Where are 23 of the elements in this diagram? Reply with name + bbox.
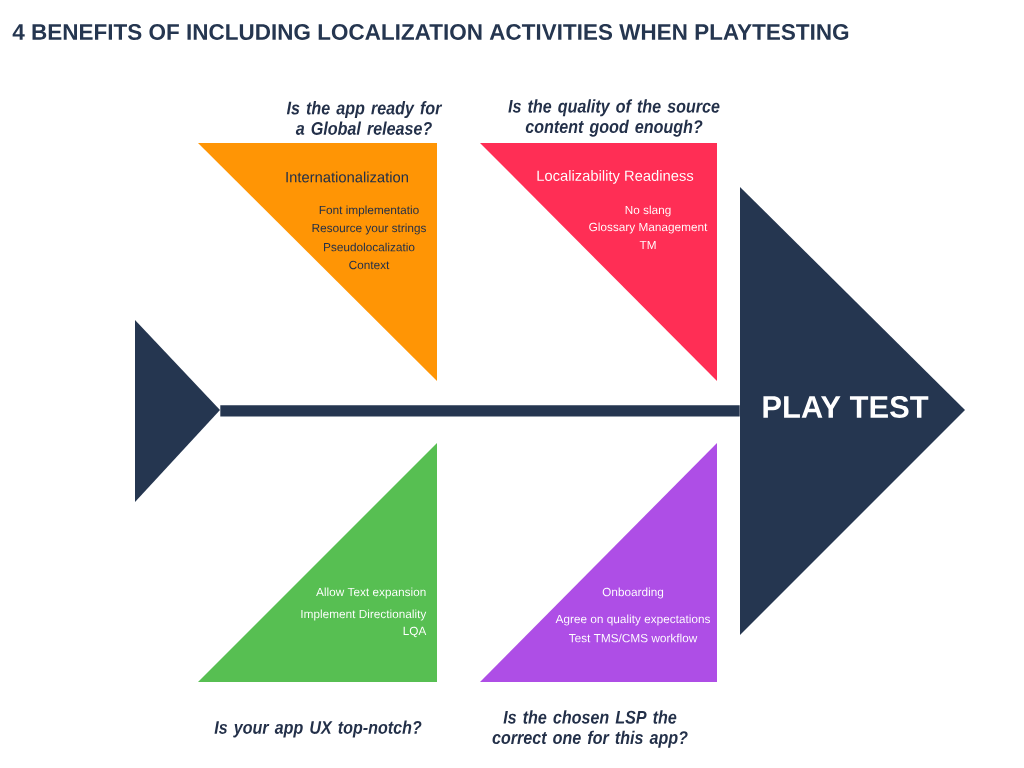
spine-line (220, 405, 740, 417)
list-item: Test TMS/CMS workflow (568, 633, 698, 643)
question-text: Is the app ready for a Global release? (286, 101, 443, 135)
question-text: Is the quality of the source content good enough? (508, 99, 720, 137)
list-item: No slang (625, 205, 671, 217)
list-item: LQA (403, 626, 427, 638)
category-heading: Internationalization (286, 171, 408, 183)
question-text: Is the chosen LSP the correct one for this app? (492, 710, 688, 748)
list-item: Allow Text expansion (316, 587, 426, 599)
list-item: TM (639, 240, 656, 250)
list-item: Context (349, 260, 390, 270)
list-item: Glossary Management (589, 222, 708, 234)
list-item: Onboarding (602, 587, 664, 599)
question-text: Is your app UX top-notch? (214, 720, 422, 738)
list-item: Implement Directionality (301, 609, 427, 621)
list-item: Resource your strings (312, 223, 426, 235)
head-label: PLAY TEST (763, 396, 929, 418)
list-item: Agree on quality expectations (555, 614, 710, 626)
tail-triangle (135, 320, 220, 502)
title: 4 BENEFITS OF INCLUDING LOCALIZATION ACTIVITIES WHEN PLAYTESTING (12, 24, 849, 40)
category-heading: Localizability Readiness (537, 170, 694, 184)
list-item: Font implementatio (319, 205, 419, 217)
list-item: Pseudolocalizatio (324, 242, 415, 252)
